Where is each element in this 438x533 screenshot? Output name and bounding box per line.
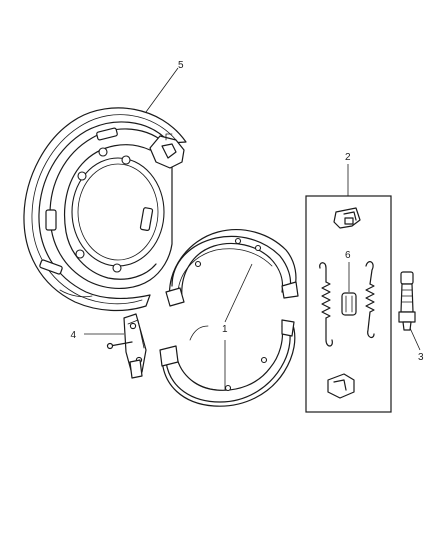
callout-labels: 5 2 6 4 1 3 (70, 60, 424, 363)
callout-4: 4 (70, 330, 76, 341)
hardware-kit (305, 195, 392, 413)
brake-shoe-lower (159, 319, 296, 407)
adjuster-spring-right (365, 261, 375, 339)
adjuster-screw (398, 271, 416, 331)
adjuster-spring-left (319, 262, 333, 347)
backing-plate (23, 107, 187, 312)
parking-brake-lever (106, 313, 147, 379)
shoe-retainer-clip-lower (327, 373, 355, 399)
callout-3: 3 (418, 352, 424, 363)
callout-6: 6 (345, 250, 351, 261)
callout-1: 1 (222, 324, 228, 335)
callout-5: 5 (178, 60, 184, 71)
brake-shoe-upper (165, 229, 299, 307)
shoe-retainer-clip-upper (333, 207, 361, 229)
hardware-kit-frame (305, 195, 392, 413)
callout-2: 2 (345, 152, 351, 163)
leader-lines (84, 67, 421, 390)
adjuster-block (341, 292, 357, 316)
